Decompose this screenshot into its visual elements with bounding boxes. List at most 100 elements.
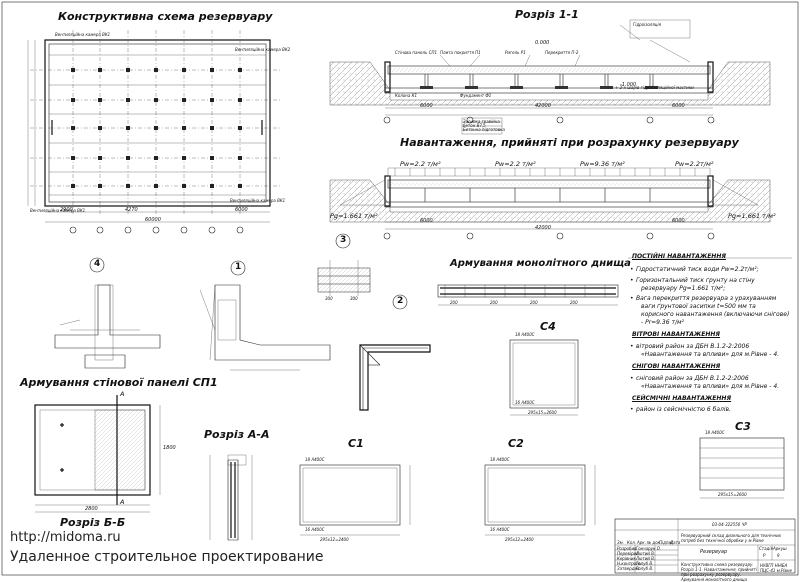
panel-mark-a-bottom: А bbox=[120, 498, 125, 506]
node-3-number: 3 bbox=[340, 235, 347, 245]
title-block-header-0: Зм. bbox=[617, 540, 624, 545]
c2-bottom-dim: 295х12=2400 bbox=[505, 537, 534, 542]
title-block-object: Резервуар bbox=[700, 549, 728, 555]
callout-rigel: Ригель Р1 bbox=[505, 50, 526, 55]
c3-top-bar: 18 А400С bbox=[705, 430, 725, 435]
snow-loads-header: СНІГОВІ НАВАНТАЖЕННЯ bbox=[632, 363, 721, 370]
wind-item-0: вітровий район за ДБН В.1.2-2:2006 bbox=[636, 343, 750, 350]
node-2-number: 2 bbox=[397, 296, 404, 306]
permanent-item-1: Горизонтальний тиск грунту на стіну bbox=[636, 277, 755, 284]
load-label-pg-left: Pg=1.661 т/м² bbox=[330, 212, 378, 220]
load-label-p4: Pw=2.2т/м² bbox=[675, 160, 714, 168]
title-block-role-0: Розробив bbox=[617, 546, 637, 551]
watermark-text: Удаленное строительное проектирование bbox=[10, 549, 324, 565]
dim-bottom-200d: 200 bbox=[570, 300, 578, 305]
title-block-header-5: Дата bbox=[670, 540, 681, 545]
bullet-dot: • bbox=[630, 343, 634, 350]
watermark-url: http://midoma.ru bbox=[10, 530, 121, 545]
dim-plan-6000: 6000 bbox=[235, 207, 248, 213]
dim-bottom-200b: 200 bbox=[490, 300, 498, 305]
load-label-p3: Pw=9.36 т/м² bbox=[580, 160, 625, 168]
panel-mark-a-top: А bbox=[120, 390, 125, 398]
title-block-header-3: № док. bbox=[647, 540, 662, 545]
title-block-role-4: Затвердив bbox=[617, 566, 640, 571]
title-block-name-0: Гончарук О. bbox=[636, 546, 662, 551]
dim-plan-2900: 2900 bbox=[60, 207, 73, 213]
dim-1-1-a: 6000 bbox=[420, 103, 433, 109]
node-2-drawing bbox=[359, 294, 431, 411]
structural-scheme-plan bbox=[27, 30, 280, 234]
title-loads: Навантаження, прийняті при розрахунку ре… bbox=[400, 136, 739, 149]
permanent-item-0: Гідростатичний тиск води Pw=2.2т/м²; bbox=[636, 266, 759, 273]
title-block-name-3: Голуб В. bbox=[636, 561, 654, 566]
title-block-sheet-value: 9 bbox=[777, 553, 780, 558]
title-block-lines bbox=[614, 518, 796, 574]
title-bottom-reinforcement: Армування монолітного днища bbox=[450, 258, 631, 269]
title-block-stage: Стадія bbox=[759, 546, 773, 551]
section-1-1-drawing bbox=[329, 19, 771, 135]
callout-ventil-2: Вентиляційна камера ВК2 bbox=[235, 47, 291, 52]
title-section-a-a: Розріз А-А bbox=[204, 428, 270, 441]
wall-panel-sp1-drawing bbox=[34, 395, 161, 513]
dim-node3-300: 300 bbox=[325, 296, 333, 301]
title-wall-panel: Армування стінової панелі СП1 bbox=[20, 376, 218, 389]
dim-bottom-200a: 200 bbox=[450, 300, 458, 305]
callout-kolona: Колона К1 bbox=[395, 93, 418, 98]
permanent-loads-header: ПОСТІЙНІ НАВАНТАЖЕННЯ bbox=[632, 253, 726, 260]
dim-loads-a: 6000 bbox=[420, 218, 433, 224]
title-block-header-2: Арк. bbox=[637, 540, 646, 545]
permanent-item-3: Вага перекриття резервуара з урахуванням bbox=[636, 295, 777, 302]
title-block-role-2: Керівник bbox=[617, 556, 636, 561]
callout-ventil-1: Вентиляційна камера ВК1 bbox=[55, 32, 111, 37]
permanent-item-6: - Pr=9.36 т/м² bbox=[641, 319, 684, 326]
c1-top-bar: 18 А400С bbox=[305, 457, 325, 462]
snow-item-1: «Навантаження та впливи» для м.Рівне - 4… bbox=[641, 383, 780, 390]
bullet-dot: • bbox=[630, 266, 634, 273]
c2-bar: 16 А400С bbox=[490, 527, 510, 532]
callout-ventil-4: Вентиляційна камера ВК1 bbox=[230, 198, 286, 203]
permanent-item-4: ваги ґрунтової засипки t=500 мм та bbox=[641, 303, 756, 310]
node-3-drawing bbox=[317, 233, 371, 296]
elev-0: 0.000 bbox=[535, 40, 550, 46]
title-c3: С3 bbox=[735, 420, 751, 433]
dim-loads-c: 6000 bbox=[672, 218, 685, 224]
node-1-number: 1 bbox=[235, 262, 242, 272]
snow-item-0: сніговий район за ДБН В.1.2-2:2006 bbox=[636, 375, 749, 382]
title-block-sheet: Аркуш bbox=[773, 546, 787, 551]
c4-bottom-dim: 295х15=2600 bbox=[528, 410, 557, 415]
title-block-name-4: Голуб В. bbox=[636, 566, 654, 571]
c3-drawing bbox=[699, 437, 785, 499]
wind-item-1: «Навантаження та впливи» для м.Рівне - 4… bbox=[641, 351, 780, 358]
title-block-role-3: Н.контроль bbox=[617, 561, 641, 566]
dim-node3-300b: 300 bbox=[350, 296, 358, 301]
callout-ventil-3: Вентиляційна камера ВК1 bbox=[30, 208, 86, 213]
callout-gidroizol: Гідроізоляція bbox=[633, 22, 661, 27]
dim-panel-1800: 1800 bbox=[163, 445, 176, 451]
dim-panel-2800: 2800 bbox=[85, 506, 98, 512]
title-c2: С2 bbox=[508, 437, 524, 450]
callout-hatch: + 2-х шарів гідроізоляційної мастики bbox=[615, 85, 694, 90]
c2-top-bar: 18 А400С bbox=[490, 457, 510, 462]
title-structural-scheme: Конструктивна схема резервуару bbox=[58, 10, 273, 23]
c4-drawing bbox=[509, 339, 579, 416]
title-block-name-1: Лютий В. bbox=[636, 551, 656, 556]
title-block-header-4: Підпис bbox=[659, 540, 674, 545]
node-4-drawing bbox=[54, 257, 161, 369]
wind-loads-header: ВІТРОВІ НАВАНТАЖЕННЯ bbox=[632, 331, 721, 338]
c4-top-bar: 18 А400С bbox=[515, 332, 535, 337]
bullet-dot: • bbox=[630, 375, 634, 382]
callout-plita: Плита покриття П1 bbox=[440, 50, 481, 55]
callout-stinova: Стінова панель СП1 bbox=[395, 50, 438, 55]
loads-drawing bbox=[329, 167, 771, 240]
load-label-p2: Pw=2.2 т/м² bbox=[495, 160, 536, 168]
c2-drawing bbox=[484, 464, 596, 536]
dim-bottom-200c: 200 bbox=[530, 300, 538, 305]
callout-podgot: Бетонна підготовка bbox=[463, 127, 505, 132]
title-block-stage-value: Р bbox=[763, 553, 766, 558]
bottom-reinforcement-drawing bbox=[437, 284, 619, 306]
bullet-dot: • bbox=[630, 295, 634, 302]
section-a-a-drawing bbox=[209, 454, 253, 541]
callout-fundament: Фундамент Ф1 bbox=[460, 93, 492, 98]
